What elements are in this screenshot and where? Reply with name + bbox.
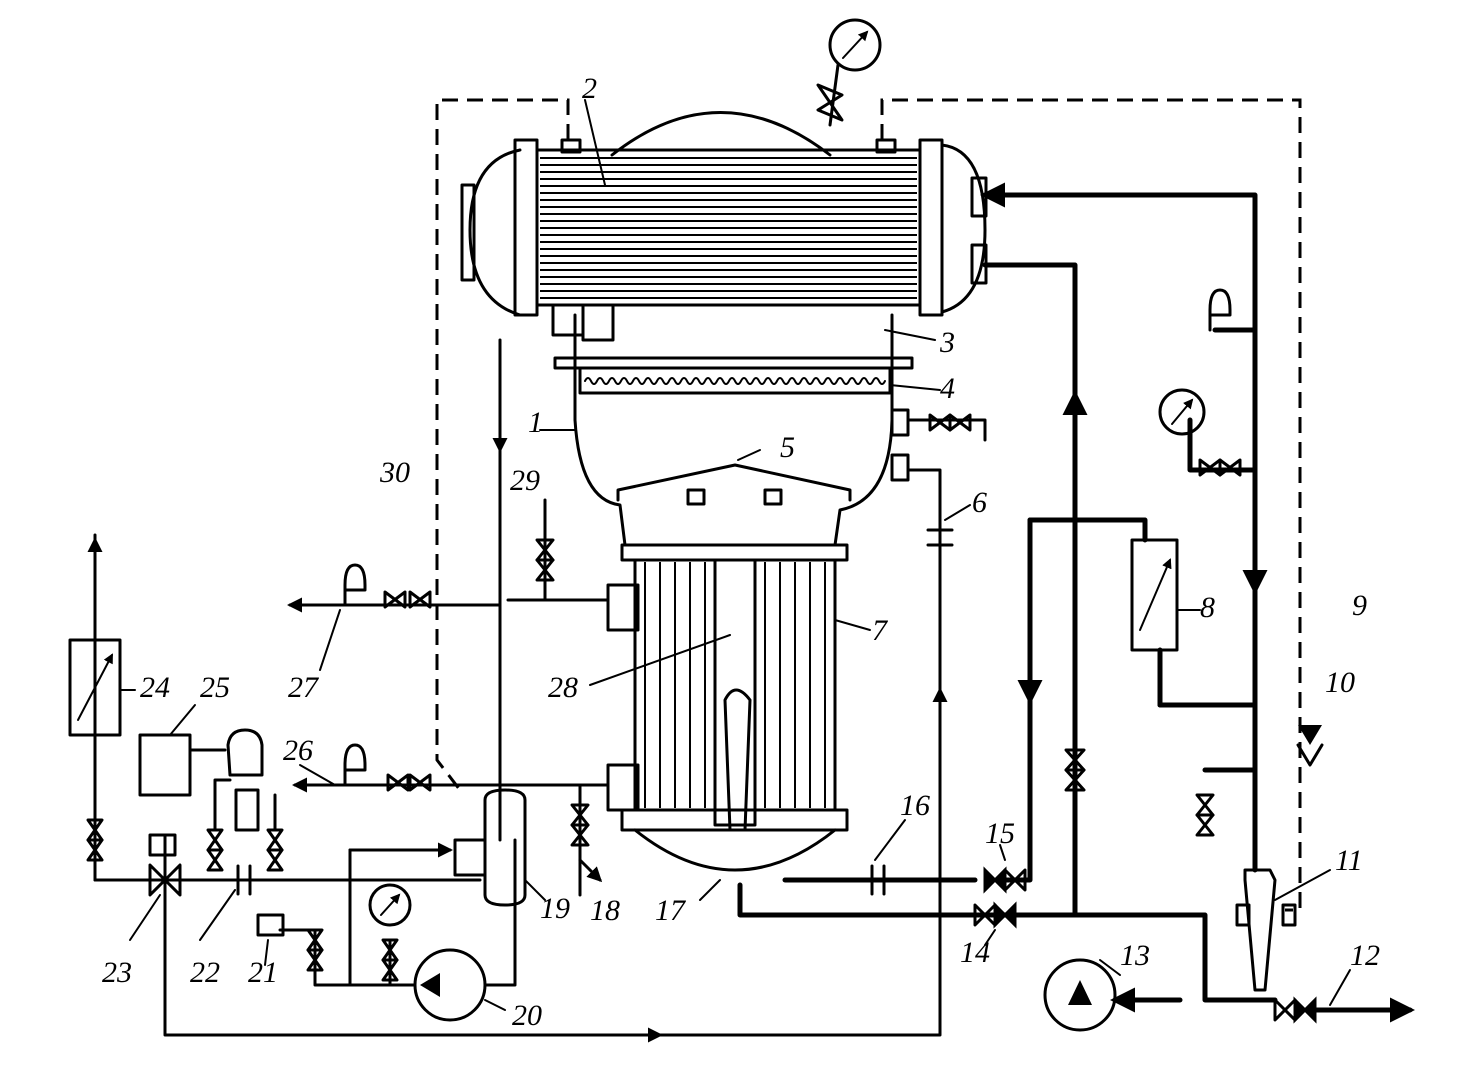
label-2: 2	[582, 72, 597, 105]
label-26: 26	[283, 734, 313, 767]
heat-exchanger-7	[608, 545, 847, 870]
label-13: 13	[1120, 939, 1150, 972]
label-1: 1	[528, 406, 543, 439]
label-20: 20	[512, 999, 542, 1032]
label-11: 11	[1335, 844, 1363, 877]
label-27: 27	[288, 671, 320, 704]
label-25: 25	[200, 671, 230, 704]
safety-devices	[345, 290, 1230, 785]
top-pressure-gauge	[818, 20, 880, 125]
label-9: 9	[1352, 589, 1367, 622]
label-30: 30	[379, 456, 410, 489]
flowmeters	[70, 540, 1177, 820]
label-12: 12	[1350, 939, 1380, 972]
condenser-2	[462, 113, 986, 316]
label-3: 3	[939, 326, 955, 359]
label-14: 14	[960, 936, 990, 969]
label-5: 5	[780, 431, 795, 464]
label-6: 6	[972, 486, 987, 519]
label-21: 21	[248, 956, 278, 989]
leader-lines	[120, 100, 1350, 1010]
label-28: 28	[548, 671, 578, 704]
label-22: 22	[190, 956, 220, 989]
label-16: 16	[900, 789, 930, 822]
separator-vessel-1	[553, 305, 912, 545]
main-piping	[740, 195, 1410, 1010]
label-18: 18	[590, 894, 620, 927]
label-8: 8	[1200, 591, 1215, 624]
gauges	[370, 390, 1204, 925]
label-4: 4	[940, 372, 955, 405]
demister-mesh	[585, 378, 885, 384]
label-24: 24	[140, 671, 170, 704]
label-23: 23	[102, 956, 132, 989]
label-29: 29	[510, 464, 540, 497]
label-15: 15	[985, 817, 1015, 850]
dashed-control-line-9	[882, 100, 1300, 910]
label-19: 19	[540, 892, 570, 925]
label-7: 7	[872, 614, 889, 647]
label-10: 10	[1325, 666, 1355, 699]
label-17: 17	[655, 894, 687, 927]
